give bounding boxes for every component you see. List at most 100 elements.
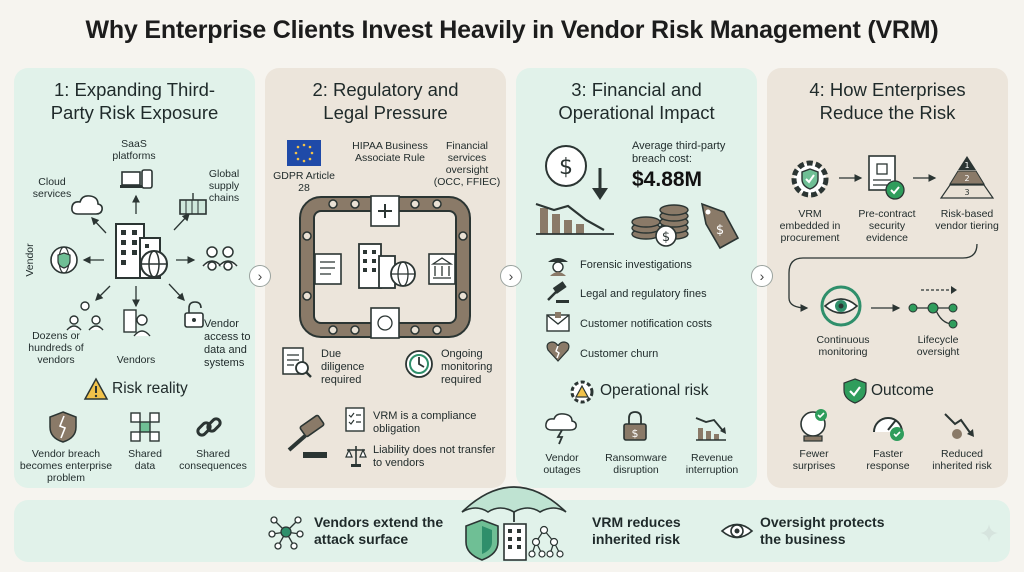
- chain-link-icon: [196, 417, 222, 437]
- liability-label: Liability does not transfer to vendors: [373, 444, 496, 469]
- storm-cloud-icon: [545, 413, 577, 445]
- svg-text:$: $: [716, 223, 724, 238]
- panel-third-party-risk: 1: Expanding Third-Party Risk Exposure S…: [14, 68, 255, 488]
- shield-globe-icon: [50, 246, 78, 274]
- page-title: Why Enterprise Clients Invest Heavily in…: [85, 16, 939, 44]
- outcome-fewer: Fewer surprises: [792, 448, 836, 472]
- falling-revenue-chart-icon: $: [535, 145, 614, 235]
- summary-item-2: VRM reduces inherited risk: [592, 514, 681, 547]
- op-ransomware: Ransomware disruption: [605, 452, 667, 476]
- tier-3: 3: [964, 188, 969, 197]
- summary-item-3: Oversight protects the business: [760, 514, 885, 547]
- speedometer-icon: [873, 417, 904, 441]
- clock-monitor-icon: [405, 350, 433, 378]
- sparkle-icon: [980, 524, 998, 542]
- cloud-label: Cloud services: [32, 176, 72, 200]
- outcome-shield-icon: [843, 378, 867, 404]
- outcome-reduced: Reduced inherited risk: [932, 448, 992, 472]
- risk-shared-data: Shared data: [128, 448, 162, 472]
- process-arrows: [788, 174, 978, 312]
- svg-text:$: $: [662, 230, 670, 245]
- gear-shield-icon: [791, 160, 829, 198]
- next-chevron-2: ›: [500, 265, 522, 287]
- envelope-icon: [546, 312, 570, 332]
- document-search-icon: [282, 347, 312, 378]
- step-lifecycle: Lifecycle oversight: [916, 334, 960, 358]
- lock-access-icon: [184, 301, 204, 328]
- shipping-container-icon: [179, 193, 207, 215]
- network-arrows: [82, 194, 196, 308]
- panel-title: 3: Financial and Operational Impact: [558, 79, 715, 123]
- gavel-icon: [287, 414, 327, 458]
- vendors-icon: [123, 309, 151, 337]
- due-diligence-label: Due diligence required: [321, 348, 365, 386]
- average-cost-value: $4.88M: [632, 168, 703, 191]
- cloud-icon: [71, 195, 103, 215]
- panel-title: 2: Regulatory and Legal Pressure: [312, 79, 459, 123]
- financial-label: Financial services oversight (OCC, FFIEC…: [433, 140, 501, 188]
- scales-icon: [345, 446, 367, 467]
- eu-flag-icon: [287, 140, 321, 166]
- global-label: Global supply chains: [208, 168, 240, 204]
- coins-price-tag-icon: $ $: [631, 202, 740, 250]
- risk-vendor-breach: Vendor breach becomes enterprise problem: [19, 448, 113, 484]
- ongoing-monitoring-label: Ongoing monitoring required: [441, 348, 493, 386]
- people-group-icon: [202, 246, 238, 271]
- summary-item-1: Vendors extend the attack surface: [314, 514, 444, 547]
- lifecycle-nodes-icon: [908, 286, 958, 329]
- panel-title: 4: How Enterprises Reduce the Risk: [809, 79, 966, 123]
- eye-monitor-icon: [820, 285, 862, 327]
- dozens-label: Dozens or hundreds of vendors: [28, 330, 84, 366]
- regulatory-framework-frame: [299, 195, 471, 339]
- broken-heart-icon: [546, 341, 570, 362]
- tier-1: 1: [964, 161, 969, 170]
- outcome-title: Outcome: [871, 382, 934, 399]
- outcome-faster: Faster response: [866, 448, 910, 472]
- op-vendor-outages: Vendor outages: [543, 452, 581, 476]
- umbrella-protection-icon: [461, 486, 567, 561]
- enterprise-building-icon: [115, 223, 168, 279]
- oversight-eye-icon: [720, 523, 754, 539]
- crystal-ball-icon: [800, 409, 827, 442]
- step-evidence: Pre-contract security evidence: [858, 208, 916, 244]
- panel-title: 1: Expanding Third-Party Risk Exposure: [50, 79, 219, 123]
- shared-data-icon: [130, 412, 160, 442]
- next-chevron-3: ›: [751, 265, 773, 287]
- evidence-doc-icon: [868, 155, 905, 200]
- checklist-icon: [345, 407, 365, 432]
- hipaa-label: HIPAA Business Associate Rule: [352, 140, 428, 164]
- access-label: Vendor access to data and systems: [204, 318, 251, 369]
- reduced-risk-icon: [944, 413, 974, 439]
- op-revenue: Revenue interruption: [685, 452, 739, 476]
- cost-notification: Customer notification costs: [580, 318, 713, 330]
- svg-text:$: $: [632, 427, 639, 440]
- saas-devices-icon: [120, 169, 153, 189]
- pyramid-icon: 1 2 3: [939, 156, 995, 199]
- step-tiering: Risk-based vendor tiering: [935, 208, 999, 232]
- operational-risk-title: Operational risk: [600, 382, 709, 399]
- gdpr-label: GDPR Article 28: [273, 170, 335, 194]
- vendor-network-icon: [66, 301, 104, 331]
- step-continuous: Continuous monitoring: [816, 334, 870, 358]
- gear-warning-icon: [570, 380, 594, 404]
- vendors-label: Vendors: [116, 354, 156, 366]
- tier-2: 2: [964, 174, 969, 183]
- step-procurement: VRM embedded in procurement: [779, 208, 841, 244]
- network-hub-icon: [268, 516, 304, 550]
- saas-label: SaaS platforms: [112, 138, 156, 162]
- broken-shield-icon: [49, 411, 77, 443]
- panel-financial-impact: 3: Financial and Operational Impact $ Av…: [516, 68, 757, 488]
- compliance-label: VRM is a compliance obligation: [373, 410, 477, 435]
- cost-legal: Legal and regulatory fines: [580, 288, 707, 300]
- cost-churn: Customer churn: [580, 348, 659, 360]
- cost-forensic: Forensic investigations: [580, 259, 692, 271]
- panel-regulatory: 2: Regulatory and Legal Pressure GDPR Ar…: [265, 68, 506, 488]
- warning-icon: [83, 377, 109, 400]
- summary-banner: Vendors extend the attack surface VRM re…: [14, 486, 1010, 562]
- risk-reality-title: Risk reality: [112, 380, 188, 397]
- risk-shared-consequences: Shared consequences: [179, 448, 247, 472]
- forensic-icon: [548, 258, 568, 276]
- average-cost-label: Average third-party breach cost:: [632, 140, 726, 165]
- next-chevron-1: ›: [249, 265, 271, 287]
- svg-text:$: $: [559, 155, 573, 180]
